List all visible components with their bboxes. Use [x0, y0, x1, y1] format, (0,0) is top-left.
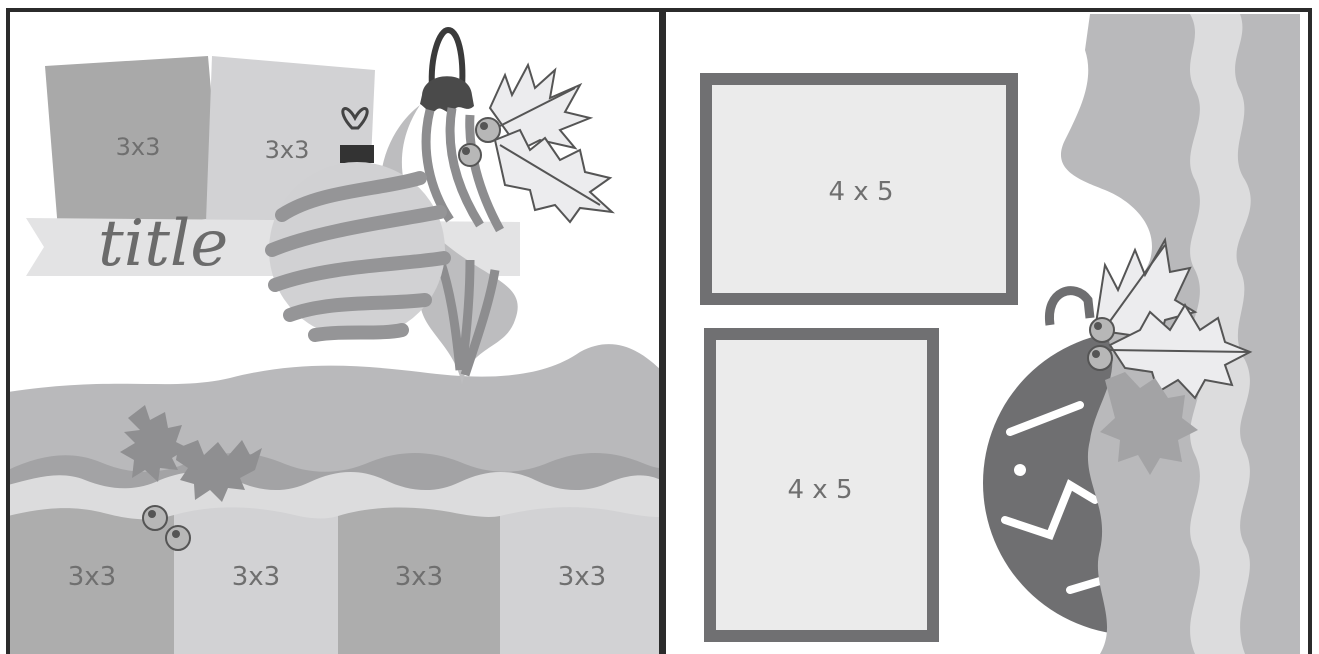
photo-slot-bottom-3-label: 3x3 [395, 562, 443, 592]
photo-slot-top-2-label: 3x3 [265, 136, 310, 164]
holly-berry [476, 118, 500, 142]
holly-berry [166, 526, 190, 550]
holly-berry [143, 506, 167, 530]
photo-slot-bottom-1-label: 3x3 [68, 562, 116, 592]
holly-berry-highlight [148, 510, 156, 518]
holly-berry-highlight [1092, 350, 1100, 358]
holly-berry-highlight [462, 147, 470, 155]
photo-slot-4x5-top-label: 4 x 5 [829, 177, 894, 207]
right-page: 4 x 5 4 x 5 [664, 10, 1310, 654]
holly-berry [1090, 318, 1114, 342]
holly-berry-highlight [1094, 322, 1102, 330]
photo-slot-bottom-4-label: 3x3 [558, 562, 606, 592]
holly-berry-highlight [480, 122, 488, 130]
ornament-dot [1014, 464, 1026, 476]
photo-slot-4x5-bottom-label: 4 x 5 [788, 475, 853, 505]
ornament-cap [340, 145, 374, 163]
title-text: title [98, 207, 228, 281]
holly-berry [1088, 346, 1112, 370]
holly-berry-highlight [172, 530, 180, 538]
left-page: 3x3 3x3 3x3 3x3 3x3 3x3 title [8, 10, 661, 654]
holly-berry [459, 144, 481, 166]
photo-slot-bottom-2-label: 3x3 [232, 562, 280, 592]
photo-slot-top-1-label: 3x3 [116, 133, 161, 161]
